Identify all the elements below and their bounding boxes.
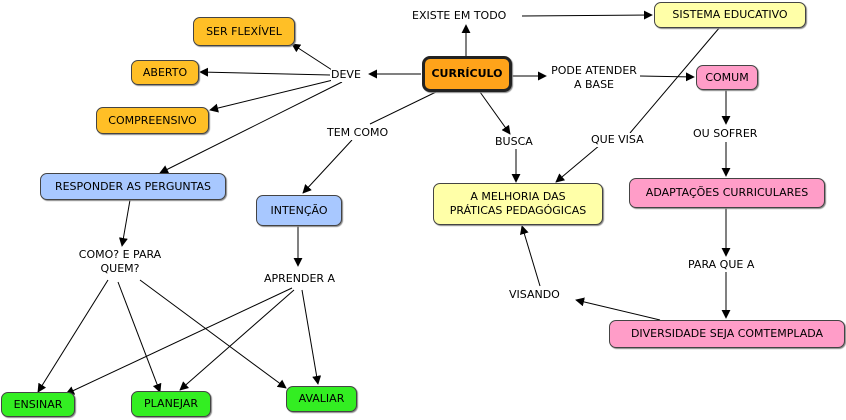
edge-como-planejar — [117, 281, 162, 393]
node-melhoria[interactable]: A MELHORIA DAS PRÁTICAS PEDAGÓGICAS — [433, 183, 603, 225]
edge-como-ensinar — [37, 279, 109, 393]
label-como-para-quem: COMO? E PARA QUEM? — [74, 248, 166, 276]
edge-como-avaliar — [139, 279, 287, 389]
edge-curriculo-busca — [479, 91, 511, 135]
node-responder[interactable]: RESPONDER AS PERGUNTAS — [40, 173, 226, 200]
node-planejar[interactable]: PLANEJAR — [131, 391, 211, 417]
label-tem-como: TEM COMO — [327, 126, 389, 140]
label-deve: DEVE — [331, 68, 361, 82]
label-aprender-a: APRENDER A — [264, 272, 336, 286]
label-para-que-a: PARA QUE A — [688, 258, 755, 272]
edge-visando-melhoria — [520, 225, 541, 287]
label-ou-sofrer: OU SOFRER — [693, 127, 758, 141]
label-pode-atender: PODE ATENDER A BASE — [548, 64, 640, 92]
edge-sistema-quevisa — [629, 26, 721, 134]
node-aberto[interactable]: ABERTO — [131, 60, 199, 85]
node-compreensivo[interactable]: COMPREENSIVO — [96, 107, 209, 134]
node-sistema-educativo[interactable]: SISTEMA EDUCATIVO — [654, 2, 806, 28]
edge-aprender-planejar — [179, 289, 295, 391]
node-diversidade[interactable]: DIVERSIDADE SEJA COMTEMPLADA — [609, 320, 845, 348]
label-que-visa: QUE VISA — [591, 133, 644, 147]
edge-diversidade-visando — [575, 297, 661, 321]
edge-deve-flexivel — [291, 43, 333, 71]
edge-temcomo-intencao — [302, 139, 353, 194]
node-curriculo[interactable]: CURRÍCULO — [422, 56, 512, 92]
edge-aprender-avaliar — [301, 289, 322, 385]
edge-responder-como — [118, 199, 131, 247]
label-visando: VISANDO — [509, 288, 560, 302]
node-adaptacoes[interactable]: ADAPTAÇÕES CURRICULARES — [629, 178, 825, 208]
edge-deve-responder — [159, 81, 343, 174]
node-avaliar[interactable]: AVALIAR — [286, 386, 357, 412]
edge-pode-comum — [639, 72, 695, 82]
edge-aprender-ensinar — [65, 287, 293, 395]
node-comum[interactable]: COMUM — [696, 65, 758, 90]
label-existe-em-todo: EXISTE EM TODO — [412, 9, 507, 23]
node-ser-flexivel[interactable]: SER FLEXÍVEL — [193, 17, 295, 46]
label-busca: BUSCA — [495, 135, 533, 149]
node-ensinar[interactable]: ENSINAR — [1, 392, 75, 417]
edge-quevisa-melhoria — [555, 144, 601, 183]
edge-curriculo-temcomo — [369, 91, 437, 125]
edge-deve-aberto — [199, 67, 331, 77]
edge-existe-sistema — [521, 10, 653, 20]
edge-deve-compreensivo — [209, 79, 334, 113]
node-intencao[interactable]: INTENÇÃO — [256, 195, 342, 226]
